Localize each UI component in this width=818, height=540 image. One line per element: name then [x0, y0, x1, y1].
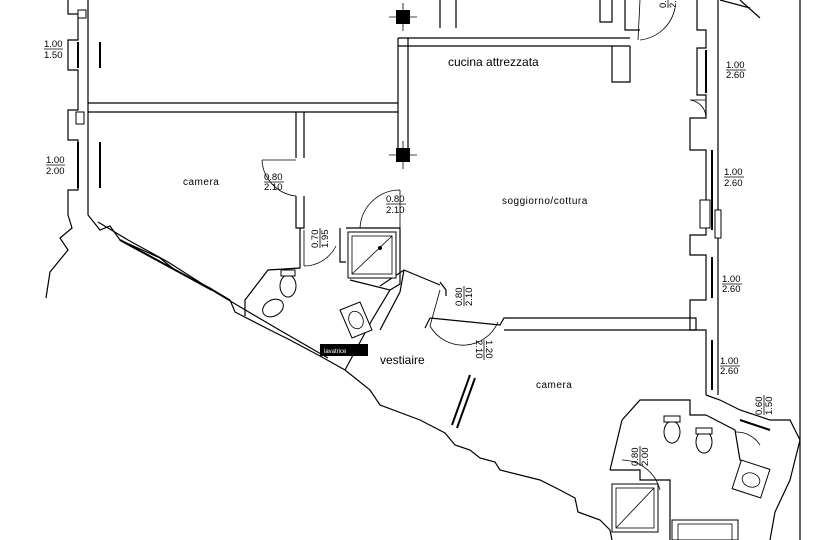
- label-bedroom-1: camera: [183, 177, 219, 188]
- svg-text:2.00: 2.00: [640, 448, 651, 467]
- windows: [77, 42, 771, 431]
- svg-text:1.00: 1.00: [46, 155, 65, 166]
- label-dressing: vestiaire: [380, 353, 425, 367]
- pillars: [389, 3, 417, 169]
- dim-window-right-3: 1.00 2.60: [722, 274, 742, 295]
- fixtures: lavatrice: [75, 9, 771, 540]
- washer-label: lavatrice: [324, 349, 347, 355]
- dim-window-right-4: 1.00 2.60: [720, 356, 740, 377]
- dim-door-bedroom: 0.80 2.10: [264, 172, 284, 193]
- svg-text:2.60: 2.60: [722, 284, 741, 295]
- dim-window-right-2: 1.00 2.60: [724, 167, 744, 189]
- dim-window-left-top: 1.00 1.50: [44, 39, 63, 61]
- svg-text:1.00: 1.00: [724, 167, 743, 178]
- svg-text:0.60: 0.60: [754, 397, 765, 416]
- label-bedroom-2: camera: [536, 380, 572, 391]
- dim-door-top: 0.80 2.10: [658, 0, 679, 8]
- label-kitchen: cucina attrezzata: [448, 55, 539, 69]
- svg-text:1.00: 1.00: [720, 356, 739, 367]
- dim-door-bath: 0.70 1.95: [310, 228, 331, 248]
- room-labels: cucina attrezzata soggiorno/cottura came…: [183, 55, 588, 391]
- svg-text:1.50: 1.50: [764, 397, 775, 416]
- dim-door-sliding: 1.20 2.10: [473, 340, 494, 360]
- svg-text:0.80: 0.80: [658, 0, 669, 8]
- svg-text:2.10: 2.10: [668, 0, 679, 8]
- svg-text:1.95: 1.95: [320, 230, 331, 249]
- svg-text:2.60: 2.60: [720, 366, 739, 377]
- dim-door-bath2: 0.80 2.00: [630, 446, 651, 466]
- outer-walls: [45, 0, 801, 540]
- dim-door-dressing: 0.80 2.10: [454, 286, 475, 306]
- svg-text:2.60: 2.60: [724, 178, 743, 189]
- svg-text:0.80: 0.80: [630, 448, 641, 467]
- svg-text:2.10: 2.10: [386, 205, 405, 216]
- label-living: soggiorno/cottura: [502, 196, 588, 207]
- svg-text:2.00: 2.00: [46, 166, 65, 177]
- svg-text:2.10: 2.10: [473, 340, 484, 359]
- svg-text:2.10: 2.10: [464, 288, 475, 307]
- svg-text:1.00: 1.00: [726, 60, 745, 71]
- svg-text:2.10: 2.10: [264, 182, 283, 193]
- svg-text:0.70: 0.70: [310, 230, 321, 249]
- svg-text:1.00: 1.00: [44, 39, 63, 50]
- dimension-labels: 1.00 1.50 1.00 2.00 1.00 2.60 1.00 2.60 …: [44, 0, 775, 466]
- dim-door-center: 0.80 2.10: [386, 194, 406, 216]
- dim-window-right-1: 1.00 2.60: [726, 60, 746, 81]
- interior-walls: [88, 0, 761, 540]
- svg-text:0.80: 0.80: [264, 172, 283, 183]
- svg-text:0.80: 0.80: [386, 194, 405, 205]
- svg-text:1.50: 1.50: [44, 50, 63, 61]
- dim-window-left-mid: 1.00 2.00: [46, 155, 65, 177]
- svg-text:0.80: 0.80: [454, 288, 465, 307]
- door-swings: [261, 0, 761, 491]
- svg-text:1.20: 1.20: [483, 340, 494, 359]
- svg-text:2.60: 2.60: [726, 70, 745, 81]
- dim-door-corner: 0.60 1.50: [754, 395, 775, 415]
- svg-text:1.00: 1.00: [722, 274, 741, 285]
